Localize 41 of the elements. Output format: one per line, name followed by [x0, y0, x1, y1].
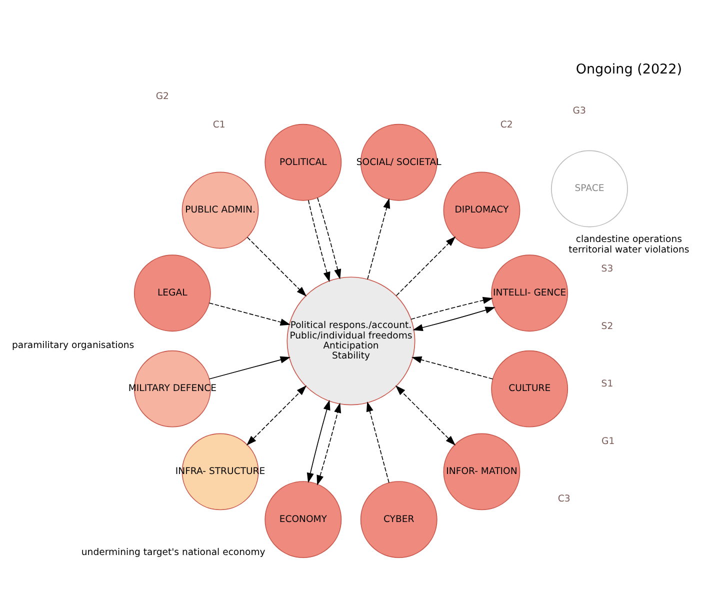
node-circle: Political respons./account. Public/individual freedoms Anticipation Stability: [286, 276, 416, 405]
node-circle: ECONOMY: [264, 480, 342, 558]
arrow: [316, 402, 342, 485]
label: S2: [601, 320, 614, 332]
arrow: [208, 356, 291, 379]
node-circle: POLITICAL: [264, 123, 342, 200]
arrow: [367, 198, 390, 280]
arrow: [317, 196, 342, 279]
arrow: [411, 356, 494, 379]
node-label: territorial water violations: [568, 244, 690, 255]
diagram-title: Ongoing (2022): [576, 61, 682, 78]
arrow: [410, 296, 494, 320]
node-label: INFRA- STRUCTURE: [175, 466, 266, 477]
arrow: [395, 384, 456, 446]
node-circle: DIPLOMACY: [443, 171, 520, 248]
label: S3: [601, 262, 614, 274]
arrow: [412, 306, 496, 331]
node-label: undermining target's national economy: [81, 546, 266, 558]
node-circle: INTELLI- GENCE: [491, 254, 568, 332]
label: C1: [212, 119, 226, 130]
label: C3: [558, 492, 570, 504]
arrow: [246, 236, 307, 296]
node-circle: LEGAL: [134, 254, 211, 332]
label: G3: [572, 104, 586, 116]
node-circle: CYBER: [360, 480, 438, 558]
label: G2: [156, 90, 169, 102]
arrow: [306, 399, 330, 483]
node-circle: PUBLIC ADMIN.: [182, 171, 259, 248]
arrow: [308, 199, 330, 282]
node-circle: SPACE: [551, 150, 628, 227]
node-circle: INFOR- MATION: [443, 432, 520, 510]
arrow: [396, 236, 456, 296]
arrow: [208, 302, 291, 326]
node-label: clandestine operations: [576, 234, 682, 245]
arrow: [366, 400, 390, 483]
node-label: paramilitary organisations: [12, 340, 134, 351]
label: S1: [601, 378, 614, 389]
node-circle: CULTURE: [491, 350, 568, 427]
label: G1: [602, 435, 615, 446]
label: C2: [500, 119, 513, 130]
arrow: [246, 384, 307, 446]
